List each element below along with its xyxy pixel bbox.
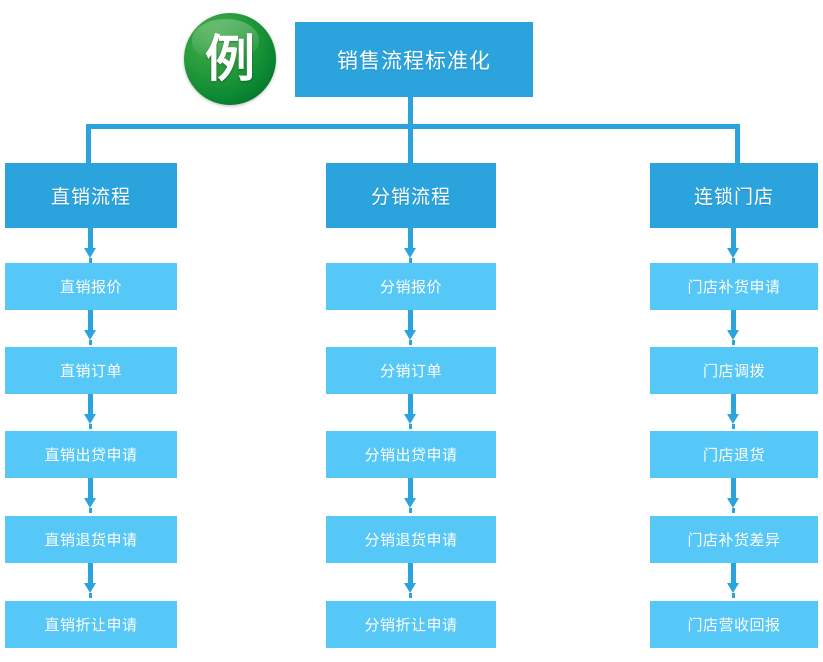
- column-header-label-3: 连锁门店: [693, 186, 774, 208]
- step-box-c1-r2[interactable]: 直销订单: [5, 347, 177, 394]
- root-title-label: 销售流程标准化: [337, 48, 491, 73]
- bracket-drop-connector-2: [408, 124, 413, 163]
- bracket-drop-connector-1: [86, 124, 91, 163]
- step-label-c3-r1: 门店补货申请: [687, 278, 781, 296]
- bracket-horizontal-connector: [86, 124, 740, 129]
- column-header-3[interactable]: 连锁门店: [650, 163, 818, 228]
- step-box-c3-r1[interactable]: 门店补货申请: [650, 263, 818, 310]
- step-box-c1-r3[interactable]: 直销出贷申请: [5, 431, 177, 478]
- column-header-2[interactable]: 分销流程: [326, 163, 496, 228]
- step-label-c1-r1: 直销报价: [59, 278, 122, 296]
- step-box-c2-r4[interactable]: 分销退货申请: [326, 516, 496, 563]
- example-badge-icon: 例: [184, 13, 276, 105]
- step-box-c2-r5[interactable]: 分销折让申请: [326, 601, 496, 648]
- step-label-c3-r5: 门店营收回报: [687, 616, 781, 634]
- step-label-c1-r4: 直销退货申请: [44, 531, 138, 549]
- example-badge-label: 例: [205, 30, 255, 88]
- step-label-c3-r2: 门店调拨: [702, 362, 765, 380]
- step-box-c3-r2[interactable]: 门店调拨: [650, 347, 818, 394]
- step-label-c2-r1: 分销报价: [379, 278, 442, 296]
- step-box-c1-r1[interactable]: 直销报价: [5, 263, 177, 310]
- step-label-c2-r4: 分销退货申请: [364, 531, 458, 549]
- step-label-c3-r4: 门店补货差异: [687, 531, 781, 549]
- step-label-c1-r2: 直销订单: [59, 362, 122, 380]
- step-box-c3-r4[interactable]: 门店补货差异: [650, 516, 818, 563]
- column-header-1[interactable]: 直销流程: [5, 163, 177, 228]
- root-stem-connector: [408, 97, 413, 129]
- step-box-c2-r2[interactable]: 分销订单: [326, 347, 496, 394]
- step-box-c1-r5[interactable]: 直销折让申请: [5, 601, 177, 648]
- column-header-label-1: 直销流程: [50, 186, 131, 208]
- step-label-c1-r3: 直销出贷申请: [44, 446, 138, 464]
- step-label-c3-r3: 门店退货: [702, 446, 765, 464]
- step-label-c1-r5: 直销折让申请: [44, 616, 138, 634]
- step-label-c2-r5: 分销折让申请: [364, 616, 458, 634]
- root-title-box[interactable]: 销售流程标准化: [295, 22, 533, 97]
- step-box-c1-r4[interactable]: 直销退货申请: [5, 516, 177, 563]
- step-box-c3-r3[interactable]: 门店退货: [650, 431, 818, 478]
- step-box-c2-r1[interactable]: 分销报价: [326, 263, 496, 310]
- step-label-c2-r3: 分销出贷申请: [364, 446, 458, 464]
- column-header-label-2: 分销流程: [370, 186, 451, 208]
- step-box-c3-r5[interactable]: 门店营收回报: [650, 601, 818, 648]
- step-label-c2-r2: 分销订单: [379, 362, 442, 380]
- step-box-c2-r3[interactable]: 分销出贷申请: [326, 431, 496, 478]
- bracket-drop-connector-3: [735, 124, 740, 163]
